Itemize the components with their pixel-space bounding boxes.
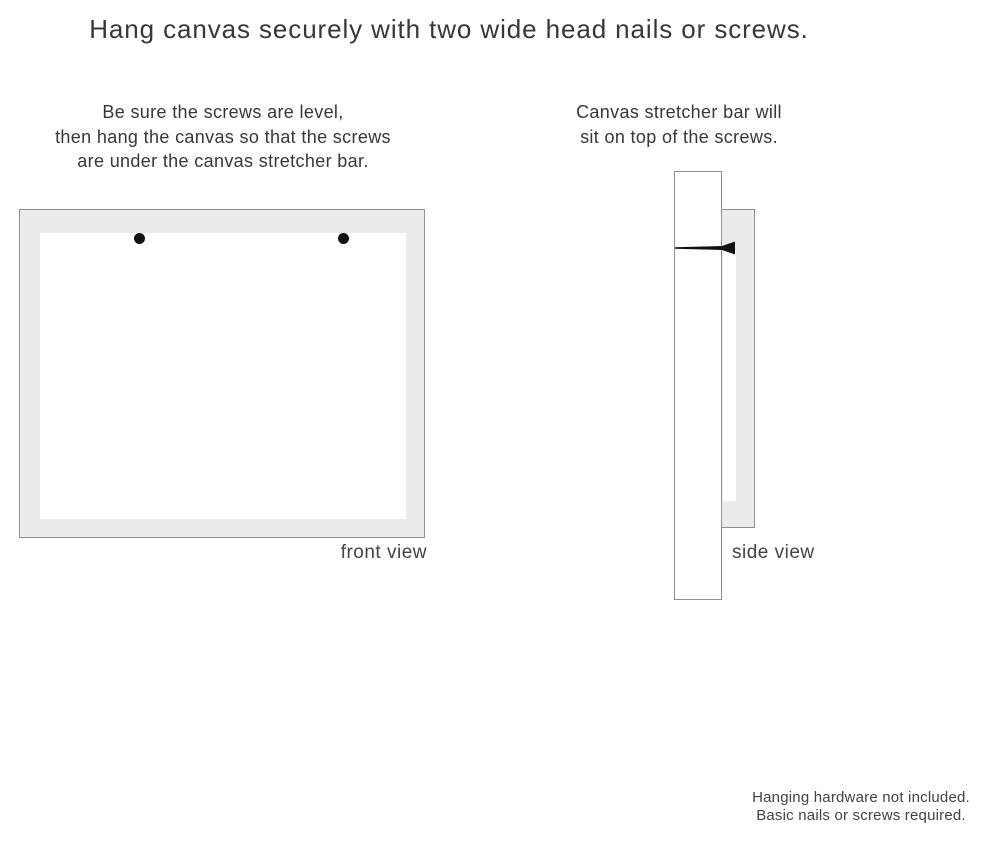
canvas-face [40, 233, 406, 519]
front-view-diagram [19, 209, 425, 538]
hardware-note-line: Basic nails or screws required. [756, 806, 966, 824]
side-view-instructions: Canvas stretcher bar will sit on top of … [539, 100, 819, 149]
front-view-label: front view [340, 542, 427, 563]
hardware-note: Hanging hardware not included. Basic nai… [721, 789, 990, 824]
nail-icon [675, 241, 735, 255]
front-instruction-line: are under the canvas stretcher bar. [77, 151, 369, 171]
front-instruction-line: Be sure the screws are level, [102, 102, 344, 122]
side-view-label: side view [732, 542, 815, 563]
front-instruction-line: then hang the canvas so that the screws [55, 126, 391, 147]
side-instruction-line: sit on top of the screws. [580, 126, 778, 147]
page-title: Hang canvas securely with two wide head … [89, 14, 809, 44]
screw-dot-right [338, 233, 349, 244]
canvas-wall-gap [723, 250, 736, 501]
wall-bar [674, 171, 722, 600]
hardware-note-line: Hanging hardware not included. [752, 789, 970, 806]
screw-dot-left [134, 233, 145, 244]
side-instruction-line: Canvas stretcher bar will [576, 102, 782, 122]
front-view-instructions: Be sure the screws are level, then hang … [23, 100, 423, 174]
